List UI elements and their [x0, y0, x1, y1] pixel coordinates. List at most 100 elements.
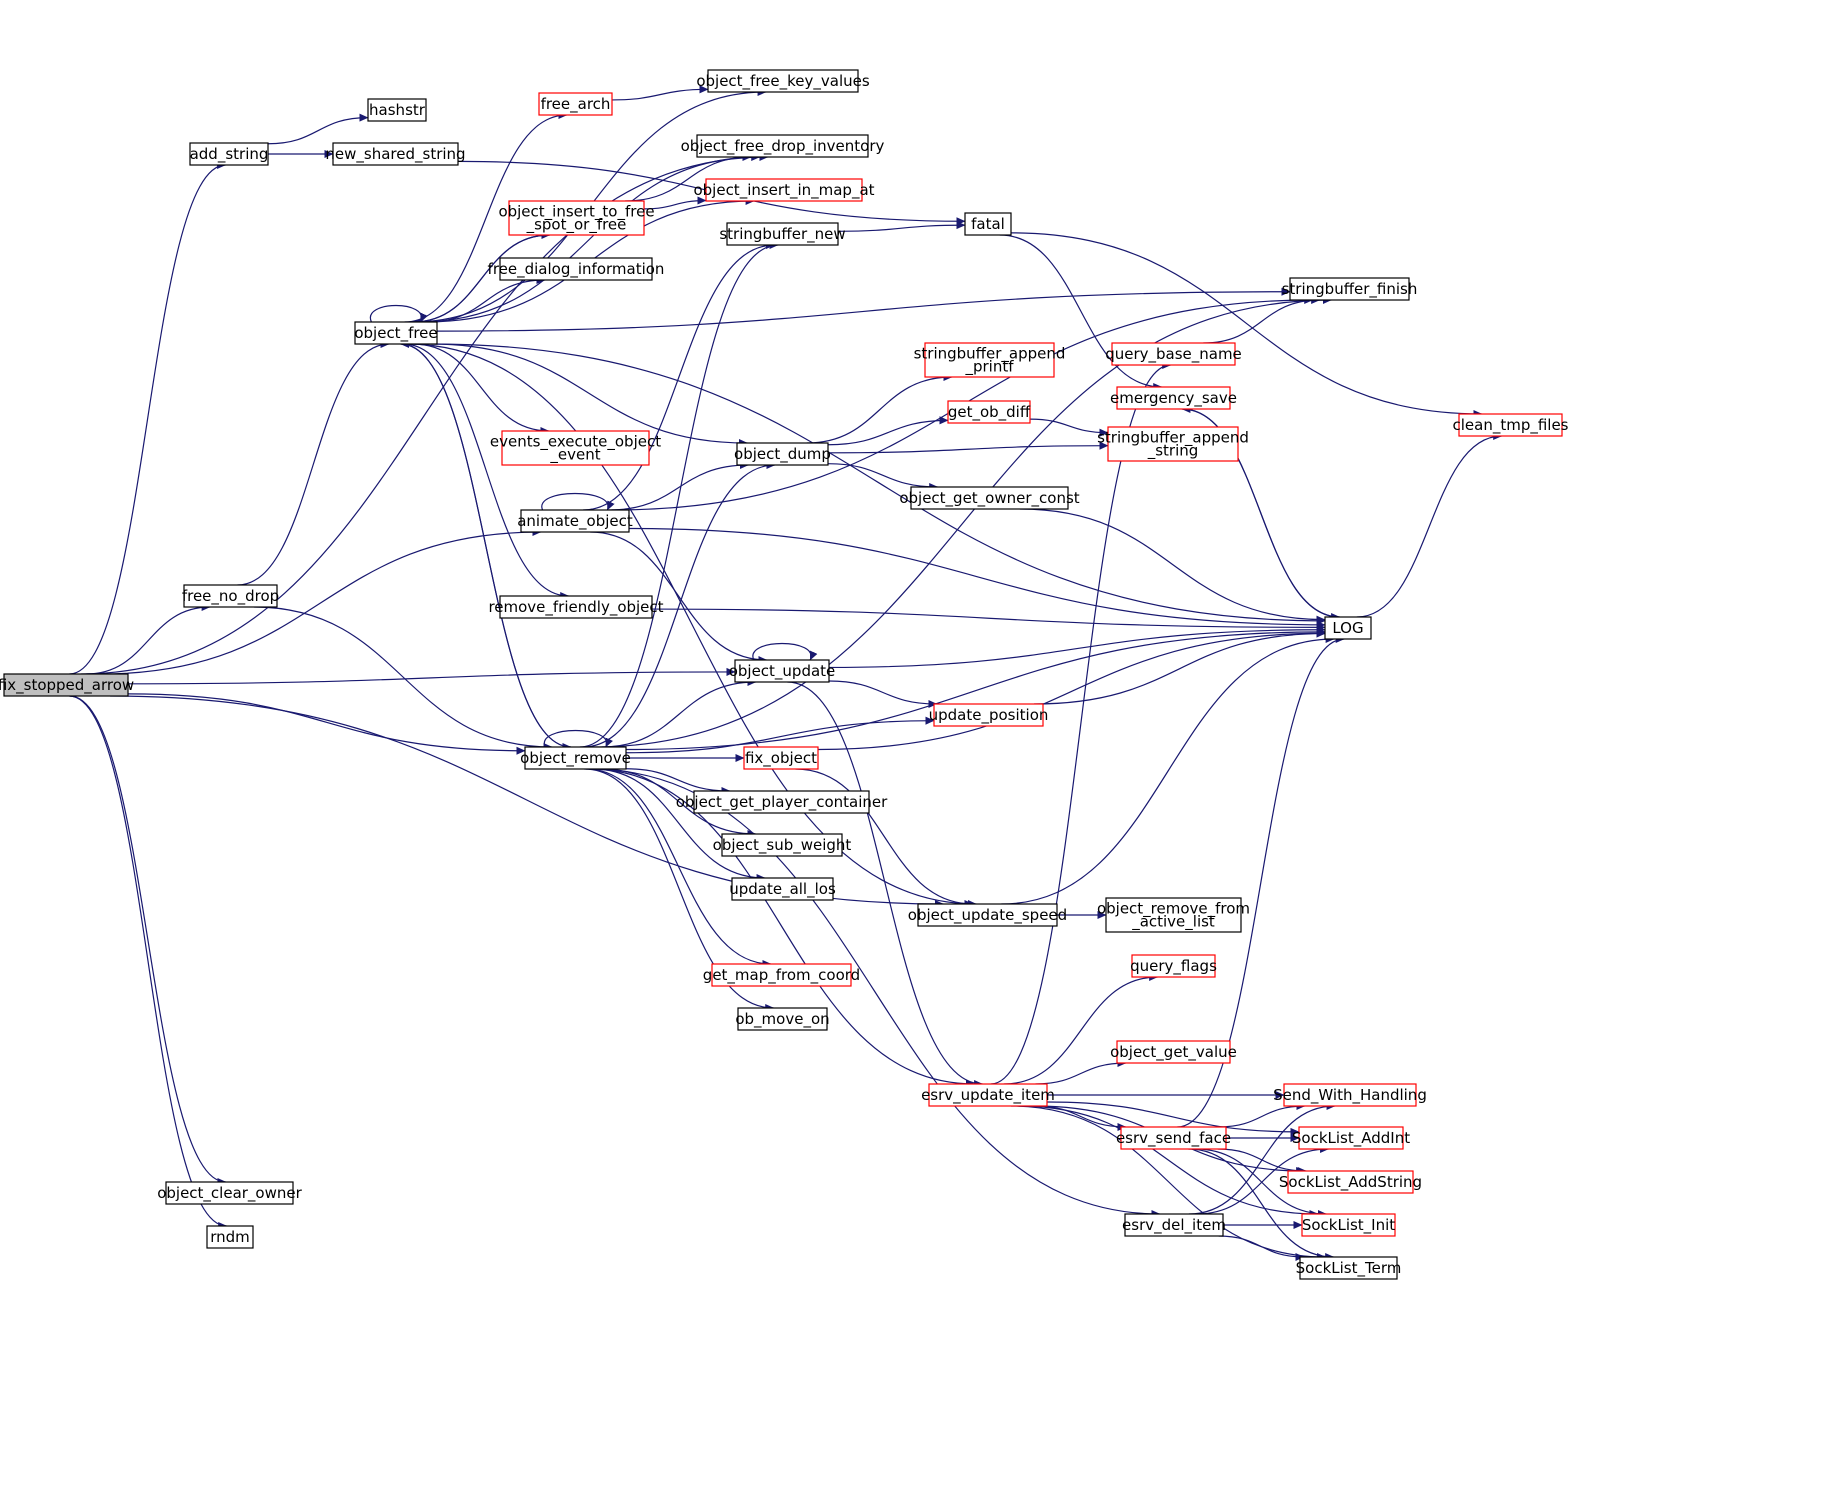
node-object-free-drop-inventory[interactable]: object_free_drop_inventory	[681, 134, 885, 158]
node-label: free_arch	[541, 95, 611, 114]
node-socklist-term[interactable]: SockList_Term	[1296, 1256, 1402, 1280]
node-label: _active_list	[1131, 913, 1215, 932]
node-object-update[interactable]: object_update	[729, 659, 836, 683]
node-object-dump[interactable]: object_dump	[734, 442, 831, 466]
node-label: object_update	[729, 662, 836, 681]
node-label: _string	[1147, 442, 1199, 461]
edge-object-free-to-free-dialog-information	[426, 275, 546, 323]
edge-object-dump-to-object-get-owner-const	[827, 463, 939, 492]
edge-object-update-to-esrv-update-item	[787, 681, 984, 1089]
node-label: SockList_AddString	[1279, 1173, 1422, 1192]
node-box	[1131, 954, 1216, 978]
edge-fix-stopped-arrow-to-object-remove	[127, 693, 526, 755]
node-object-get-owner-const[interactable]: object_get_owner_const	[899, 486, 1080, 510]
node-log[interactable]: LOG	[1324, 616, 1372, 640]
edge-esrv-update-item-to-socklist-addint	[1046, 1101, 1300, 1136]
node-label: Send_With_Handling	[1273, 1086, 1427, 1105]
node-remove-friendly-object[interactable]: remove_friendly_object	[488, 595, 664, 619]
node-box	[1116, 386, 1231, 410]
node-stringbuffer-append-string[interactable]: stringbuffer_append_string	[1097, 426, 1249, 462]
node-object-free-key-values[interactable]: object_free_key_values	[696, 69, 870, 93]
edge-fatal-to-clean-tmp-files	[1010, 232, 1483, 419]
edge-fix-object-to-log	[817, 629, 1326, 751]
node-box	[165, 1181, 294, 1205]
node-box	[947, 400, 1031, 424]
node-get-map-from-coord[interactable]: get_map_from_coord	[703, 963, 860, 987]
node-events-execute-object-event[interactable]: events_execute_object_event	[490, 430, 661, 466]
node-box	[917, 903, 1058, 927]
node-add-string[interactable]: add_string	[189, 142, 269, 166]
node-object-free[interactable]: object_free	[354, 321, 438, 345]
node-send-with-handling[interactable]: Send_With_Handling	[1273, 1083, 1427, 1107]
node-object-remove-from-active-list[interactable]: object_remove_from_active_list	[1097, 897, 1250, 933]
node-emergency-save[interactable]: emergency_save	[1110, 386, 1237, 410]
node-stringbuffer-new[interactable]: stringbuffer_new	[719, 222, 846, 246]
node-update-position[interactable]: update_position	[929, 703, 1049, 727]
node-query-base-name[interactable]: query_base_name	[1105, 342, 1242, 366]
node-object-clear-owner[interactable]: object_clear_owner	[157, 1181, 303, 1205]
node-object-remove[interactable]: object_remove	[520, 746, 631, 770]
edge-animate-object-to-object-update	[590, 531, 768, 665]
edge-object-dump-to-stringbuffer-append-printf	[806, 372, 953, 444]
node-esrv-send-face[interactable]: esrv_send_face	[1116, 1126, 1231, 1150]
node-socklist-addint[interactable]: SockList_AddInt	[1292, 1126, 1410, 1150]
edge-object-remove-to-get-map-from-coord	[585, 768, 772, 969]
node-label: _printf	[964, 358, 1014, 377]
node-layer: fix_stopped_arrow add_string hashstr new_sh…	[0, 69, 1569, 1280]
node-object-insert-in-map-at[interactable]: object_insert_in_map_at	[693, 178, 875, 202]
node-socklist-init[interactable]: SockList_Init	[1301, 1213, 1396, 1237]
node-label: object_sub_weight	[713, 836, 852, 855]
node-get-ob-diff[interactable]: get_ob_diff	[947, 400, 1031, 424]
node-fix-object[interactable]: fix_object	[743, 746, 819, 770]
node-clean-tmp-files[interactable]: clean_tmp_files	[1452, 413, 1569, 437]
edge-object-free-to-stringbuffer-finish	[436, 287, 1291, 332]
node-label: object_free	[354, 324, 437, 343]
edge-object-free-to-object-free-drop-inventory	[418, 152, 761, 323]
node-object-sub-weight[interactable]: object_sub_weight	[713, 833, 852, 857]
node-box	[696, 134, 869, 158]
node-animate-object[interactable]: animate_object	[517, 509, 633, 533]
node-esrv-update-item[interactable]: esrv_update_item	[921, 1083, 1055, 1107]
node-free-arch[interactable]: free_arch	[538, 92, 613, 116]
node-object-get-player-container[interactable]: object_get_player_container	[676, 790, 888, 814]
node-hashstr[interactable]: hashstr	[367, 98, 427, 122]
edge-stringbuffer-new-to-fatal	[837, 221, 966, 232]
node-free-dialog-information[interactable]: free_dialog_information	[488, 257, 665, 281]
edge-object-remove-to-ob-move-on	[584, 768, 775, 1013]
node-rndm[interactable]: rndm	[206, 1225, 254, 1249]
edge-object-remove-to-object-dump	[582, 460, 776, 748]
node-fatal[interactable]: fatal	[964, 212, 1012, 236]
edge-object-update-to-object-update	[752, 642, 818, 661]
node-label: update_position	[929, 706, 1049, 725]
node-socklist-addstring[interactable]: SockList_AddString	[1279, 1170, 1422, 1194]
node-update-all-los[interactable]: update_all_los	[729, 877, 836, 901]
node-label: hashstr	[369, 101, 426, 119]
node-stringbuffer-append-printf[interactable]: stringbuffer_append_printf	[914, 342, 1066, 378]
node-object-insert-to-free-spot-or-free[interactable]: object_insert_to_free_spot_or_free	[498, 200, 655, 236]
edge-animate-object-to-object-dump	[609, 460, 749, 511]
node-box	[1289, 277, 1410, 301]
node-ob-move-on[interactable]: ob_move_on	[735, 1007, 830, 1031]
node-label: esrv_send_face	[1116, 1129, 1231, 1148]
node-label: add_string	[190, 145, 269, 164]
node-stringbuffer-finish[interactable]: stringbuffer_finish	[1282, 277, 1418, 301]
node-object-get-value[interactable]: object_get_value	[1110, 1040, 1237, 1064]
node-esrv-del-item[interactable]: esrv_del_item	[1122, 1213, 1226, 1237]
edge-object-update-to-update-position	[828, 680, 938, 709]
node-label: object_get_owner_const	[899, 489, 1079, 508]
node-box	[924, 342, 1055, 378]
edge-fix-stopped-arrow-to-rndm	[69, 695, 228, 1230]
node-query-flags[interactable]: query_flags	[1130, 954, 1217, 978]
node-fix-stopped-arrow[interactable]: fix_stopped_arrow	[0, 673, 134, 697]
edge-free-no-drop-to-object-free	[237, 339, 390, 586]
node-free-no-drop[interactable]: free_no_drop	[182, 584, 279, 608]
edge-esrv-del-item-to-socklist-addint	[1196, 1144, 1330, 1215]
edge-object-remove-to-update-position	[625, 716, 935, 754]
node-new-shared-string[interactable]: new_shared_string	[325, 142, 466, 166]
node-object-update-speed[interactable]: object_update_speed	[908, 903, 1067, 927]
edge-object-remove-to-object-update	[601, 677, 757, 748]
edge-fix-stopped-arrow-to-object-clear-owner	[69, 695, 227, 1186]
node-label: _spot_or_free	[526, 216, 627, 235]
edge-object-free-to-object-dump	[431, 343, 748, 448]
